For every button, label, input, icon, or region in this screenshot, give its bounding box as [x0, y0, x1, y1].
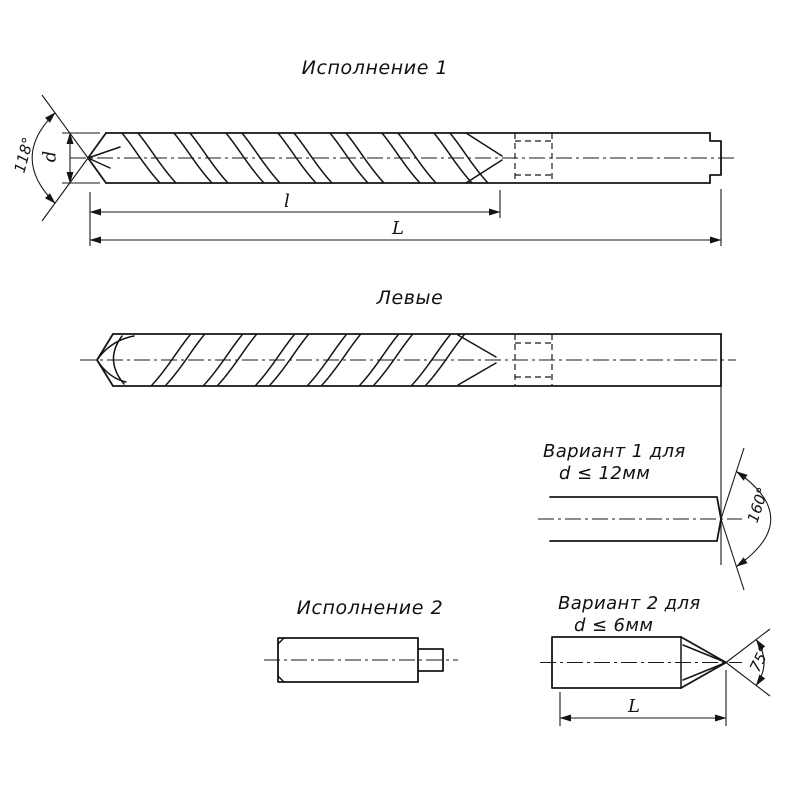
drill-version1 — [70, 132, 736, 184]
overall-length-label: L — [392, 218, 404, 239]
variant2-length-label: L — [628, 696, 640, 717]
title-version2: Исполнение 2 — [296, 597, 444, 619]
variant2-caption-line1: Вариант 2 для — [558, 593, 701, 614]
diameter-d-label: d — [39, 150, 61, 163]
variant1-caption-line2: d ≤ 12мм — [559, 463, 651, 484]
dimensions-version1 — [31, 94, 722, 246]
title-left-hand: Левые — [376, 287, 444, 309]
variant1-shank-end — [538, 447, 772, 591]
variant2-caption-line2: d ≤ 6мм — [574, 615, 654, 636]
title-version1: Исполнение 1 — [301, 57, 449, 79]
variant2-pointed-end — [540, 628, 771, 726]
drill-left-hand — [80, 333, 736, 565]
variant1-caption: Вариант 1 для d ≤ 12мм — [543, 441, 686, 485]
variant2-caption: Вариант 2 для d ≤ 6мм — [558, 593, 701, 637]
blank-version2 — [264, 637, 458, 683]
flute-length-label: l — [284, 191, 290, 212]
variant1-caption-line1: Вариант 1 для — [543, 441, 686, 462]
